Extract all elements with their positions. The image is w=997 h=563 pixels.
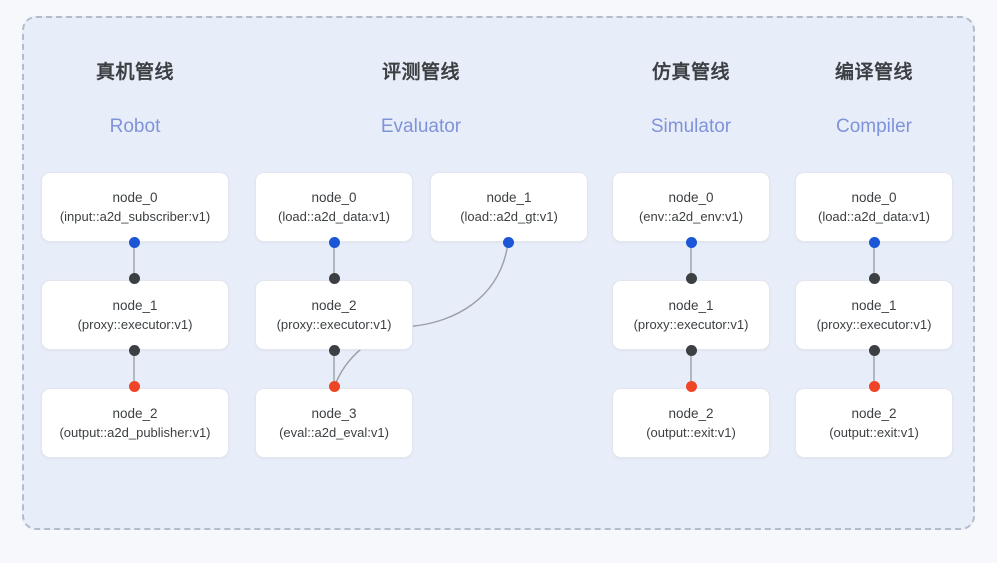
- node-robot-2[interactable]: node_2 (output::a2d_publisher:v1): [41, 388, 229, 458]
- port-input-robot-2[interactable]: [128, 380, 140, 392]
- node-robot-1[interactable]: node_1 (proxy::executor:v1): [41, 280, 229, 350]
- port-input-simulator-2[interactable]: [685, 380, 697, 392]
- node-title: node_0: [851, 190, 897, 205]
- port-output-compiler-0[interactable]: [868, 236, 880, 248]
- node-type: (output::exit:v1): [829, 425, 919, 440]
- node-type: (load::a2d_data:v1): [817, 209, 931, 224]
- node-type: (load::a2d_gt:v1): [460, 209, 558, 224]
- port-output-compiler-1[interactable]: [868, 344, 880, 356]
- node-evaluator-1[interactable]: node_1 (load::a2d_gt:v1): [430, 172, 588, 242]
- port-input-compiler-2[interactable]: [868, 380, 880, 392]
- port-output-simulator-1[interactable]: [685, 344, 697, 356]
- port-input-robot-1[interactable]: [128, 272, 140, 284]
- node-simulator-2[interactable]: node_2 (output::exit:v1): [612, 388, 770, 458]
- node-evaluator-2[interactable]: node_2 (proxy::executor:v1): [255, 280, 413, 350]
- node-evaluator-0[interactable]: node_0 (load::a2d_data:v1): [255, 172, 413, 242]
- port-output-simulator-0[interactable]: [685, 236, 697, 248]
- node-title: node_2: [112, 406, 158, 421]
- node-compiler-0[interactable]: node_0 (load::a2d_data:v1): [795, 172, 953, 242]
- node-type: (proxy::executor:v1): [276, 317, 392, 332]
- node-type: (load::a2d_data:v1): [277, 209, 391, 224]
- node-type: (proxy::executor:v1): [633, 317, 749, 332]
- port-input-evaluator-3[interactable]: [328, 380, 340, 392]
- port-output-evaluator-0[interactable]: [328, 236, 340, 248]
- node-title: node_2: [311, 298, 357, 313]
- node-simulator-1[interactable]: node_1 (proxy::executor:v1): [612, 280, 770, 350]
- node-simulator-0[interactable]: node_0 (env::a2d_env:v1): [612, 172, 770, 242]
- node-title: node_1: [668, 298, 714, 313]
- node-title: node_1: [486, 190, 532, 205]
- port-input-compiler-1[interactable]: [868, 272, 880, 284]
- node-title: node_0: [112, 190, 158, 205]
- node-type: (env::a2d_env:v1): [638, 209, 744, 224]
- port-output-evaluator-2[interactable]: [328, 344, 340, 356]
- port-input-evaluator-2[interactable]: [328, 272, 340, 284]
- node-compiler-2[interactable]: node_2 (output::exit:v1): [795, 388, 953, 458]
- node-type: (proxy::executor:v1): [816, 317, 932, 332]
- port-output-evaluator-1[interactable]: [502, 236, 514, 248]
- port-output-robot-0[interactable]: [128, 236, 140, 248]
- port-output-robot-1[interactable]: [128, 344, 140, 356]
- node-title: node_3: [311, 406, 357, 421]
- port-input-simulator-1[interactable]: [685, 272, 697, 284]
- node-compiler-1[interactable]: node_1 (proxy::executor:v1): [795, 280, 953, 350]
- node-evaluator-3[interactable]: node_3 (eval::a2d_eval:v1): [255, 388, 413, 458]
- node-type: (proxy::executor:v1): [77, 317, 193, 332]
- node-type: (output::a2d_publisher:v1): [59, 425, 211, 440]
- node-title: node_0: [311, 190, 357, 205]
- node-title: node_2: [668, 406, 714, 421]
- node-type: (output::exit:v1): [646, 425, 736, 440]
- node-type: (eval::a2d_eval:v1): [279, 425, 389, 440]
- node-title: node_1: [851, 298, 897, 313]
- node-title: node_1: [112, 298, 158, 313]
- node-type: (input::a2d_subscriber:v1): [59, 209, 211, 224]
- node-title: node_0: [668, 190, 714, 205]
- node-robot-0[interactable]: node_0 (input::a2d_subscriber:v1): [41, 172, 229, 242]
- node-title: node_2: [851, 406, 897, 421]
